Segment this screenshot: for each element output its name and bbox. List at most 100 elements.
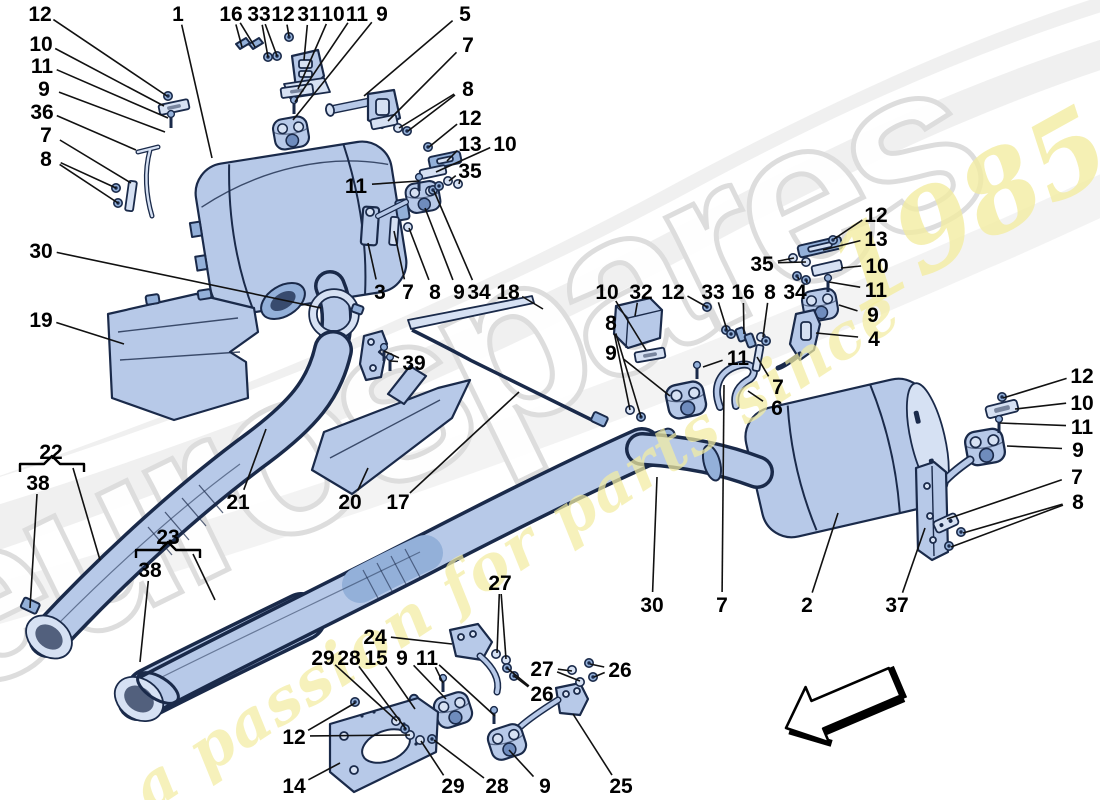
- leader-line: [356, 467, 369, 491]
- tailpipe-tip-bore: [270, 290, 296, 312]
- callout-21: 21: [226, 491, 250, 514]
- left-silencer: [188, 140, 411, 316]
- leader-line: [72, 467, 101, 561]
- leader-line: [999, 422, 1067, 427]
- callout-8: 8: [764, 281, 776, 304]
- leader-line: [292, 21, 373, 121]
- bracket-37-group: [914, 399, 1020, 562]
- leader-line: [264, 23, 278, 57]
- leader-line: [56, 68, 169, 119]
- leader-line: [506, 667, 530, 687]
- callout-9: 9: [38, 78, 50, 101]
- leader-line: [180, 24, 213, 159]
- leader-line: [59, 163, 119, 204]
- leader-line: [303, 24, 309, 61]
- leader-line: [901, 527, 926, 593]
- nut-bore: [591, 675, 595, 679]
- callout-13: 13: [864, 228, 887, 251]
- callout-26: 26: [608, 659, 631, 682]
- callout-11: 11: [345, 175, 368, 198]
- leader-line: [309, 734, 411, 737]
- leader-line: [390, 636, 453, 645]
- callout-6: 6: [771, 397, 783, 420]
- callout-38: 38: [26, 472, 50, 495]
- nut-bore: [437, 184, 441, 188]
- leader-line: [261, 24, 269, 58]
- leader-line: [29, 493, 38, 609]
- leader-line: [235, 24, 243, 48]
- callout-11: 11: [346, 3, 369, 26]
- leader-line: [651, 476, 658, 593]
- callout-9: 9: [605, 342, 617, 365]
- watermark-swoosh-core: [0, 12, 1100, 505]
- leader-line: [363, 19, 454, 97]
- callout-31: 31: [297, 3, 321, 26]
- direction-arrow: [784, 665, 908, 747]
- leader-line: [747, 390, 764, 402]
- leader-line: [56, 321, 125, 345]
- leader-line: [52, 18, 168, 97]
- callout-8: 8: [605, 312, 617, 335]
- callout-10: 10: [1070, 392, 1093, 415]
- leader-line: [448, 174, 457, 182]
- callout-34: 34: [467, 281, 491, 304]
- leader-line: [358, 665, 407, 730]
- leader-line: [308, 762, 341, 781]
- leader-line: [243, 428, 267, 491]
- nut-bore: [831, 238, 835, 242]
- callout-26: 26: [530, 683, 553, 706]
- leader-line: [717, 302, 728, 331]
- leader-line: [1002, 377, 1067, 399]
- callout-11: 11: [727, 347, 750, 370]
- screw-head: [994, 414, 1004, 424]
- leader-line: [59, 139, 132, 184]
- callout-25: 25: [609, 775, 633, 798]
- leader-line: [54, 47, 165, 107]
- hanger-top-left: [124, 98, 191, 219]
- callout-14: 14: [282, 775, 306, 798]
- callout-11: 11: [416, 647, 439, 670]
- screw-head: [379, 342, 389, 352]
- leader-line: [56, 114, 137, 151]
- leader-line: [950, 504, 1064, 548]
- leader-line: [593, 671, 606, 678]
- callout-24: 24: [363, 626, 387, 649]
- leader-line: [815, 332, 859, 338]
- leader-line: [307, 702, 356, 731]
- leader-line: [438, 664, 496, 717]
- washer-icon: [490, 648, 501, 659]
- hanger-top-center: [235, 37, 331, 152]
- leader-line: [702, 359, 723, 368]
- leader-line: [508, 749, 535, 778]
- leader-line: [409, 391, 520, 494]
- callout-17: 17: [386, 491, 409, 514]
- leader-line: [139, 580, 150, 663]
- leader-line: [500, 593, 507, 660]
- leader-line: [513, 675, 529, 688]
- callout-30: 30: [640, 594, 663, 617]
- leader-line: [811, 512, 839, 593]
- callout-13: 13: [458, 133, 481, 156]
- callout-12: 12: [1070, 365, 1093, 388]
- callout-33: 33: [701, 281, 724, 304]
- callout-10: 10: [493, 133, 516, 156]
- nut-bore: [959, 530, 963, 534]
- callout-16: 16: [731, 281, 754, 304]
- leader-line: [1014, 402, 1067, 410]
- leader-line: [56, 251, 322, 309]
- leader-line: [408, 227, 430, 281]
- leader-line: [60, 161, 117, 189]
- callout-12: 12: [282, 726, 305, 749]
- stay-rod-17-18: [407, 295, 609, 428]
- callout-1: 1: [172, 3, 184, 26]
- nut-bore: [764, 339, 768, 343]
- callout-29: 29: [311, 647, 334, 670]
- leader-line: [407, 94, 456, 132]
- group-bracket-23: [134, 540, 202, 558]
- bracket-4-group: [775, 235, 844, 371]
- leader-line: [446, 149, 458, 162]
- leader-line: [387, 51, 458, 122]
- leader-line: [615, 300, 647, 351]
- callout-7: 7: [716, 594, 728, 617]
